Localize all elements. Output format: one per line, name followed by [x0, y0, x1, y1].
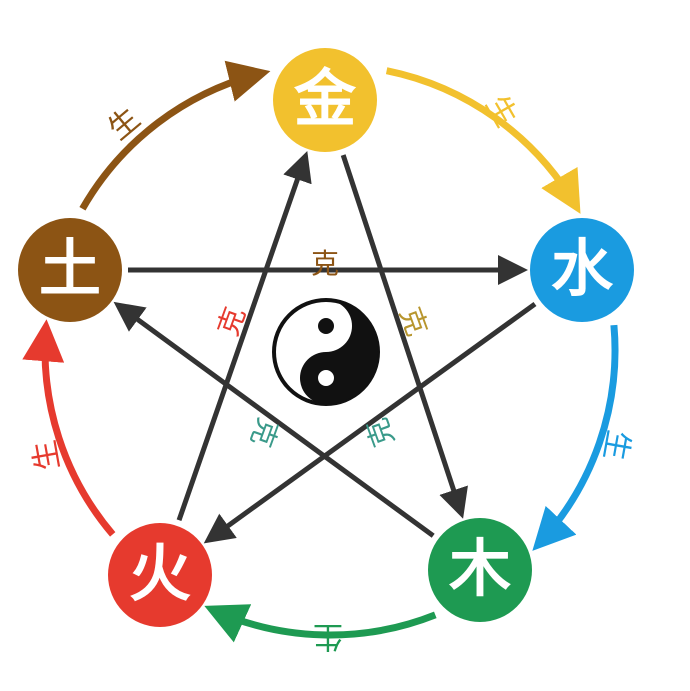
generating-label-fire: 生	[27, 437, 67, 473]
overcoming-arrow-wood-to-earth	[113, 301, 435, 538]
generating-arc-fire-to-earth	[22, 319, 116, 537]
generating-arc-wood-to-fire	[204, 604, 437, 643]
element-label-metal: 金	[293, 62, 357, 135]
generating-label-wood: 生	[313, 619, 343, 654]
element-node-water: 水	[530, 218, 634, 322]
element-node-wood: 木	[428, 518, 532, 622]
element-label-fire: 火	[129, 537, 191, 610]
overcoming-cycle-lines	[113, 151, 537, 544]
element-label-earth: 土	[39, 232, 101, 305]
element-circle-fire	[108, 523, 212, 627]
yin-yang-symbol	[272, 298, 380, 406]
generating-arc-water-to-wood	[532, 324, 619, 551]
overcoming-arrow-metal-to-wood	[340, 154, 468, 519]
generating-arc-metal-to-water	[385, 67, 581, 214]
element-circle-wood	[428, 518, 532, 622]
element-circle-water	[530, 218, 634, 322]
element-label-wood: 木	[449, 532, 511, 605]
overcoming-arrow-water-to-fire	[203, 301, 537, 544]
generating-label-metal: 生	[478, 90, 523, 133]
generating-label-water: 生	[596, 427, 636, 463]
generating-arc-earth-to-metal	[79, 60, 271, 211]
overcoming-label-earth: 克	[311, 247, 339, 280]
element-node-metal: 金	[273, 48, 377, 152]
element-nodes: 金水木 火 土	[18, 48, 634, 627]
element-circle-metal	[273, 48, 377, 152]
overcoming-label-water: 克	[360, 414, 401, 452]
generating-cycle-arcs	[22, 60, 619, 643]
element-node-fire: 火	[108, 523, 212, 627]
element-label-water: 水	[551, 232, 614, 305]
overcoming-label-wood: 克	[393, 303, 434, 341]
element-circle-earth	[18, 218, 122, 322]
overcoming-label-metal: 克	[244, 414, 285, 452]
element-node-earth: 土	[18, 218, 122, 322]
overcoming-arrow-fire-to-metal	[176, 151, 312, 522]
